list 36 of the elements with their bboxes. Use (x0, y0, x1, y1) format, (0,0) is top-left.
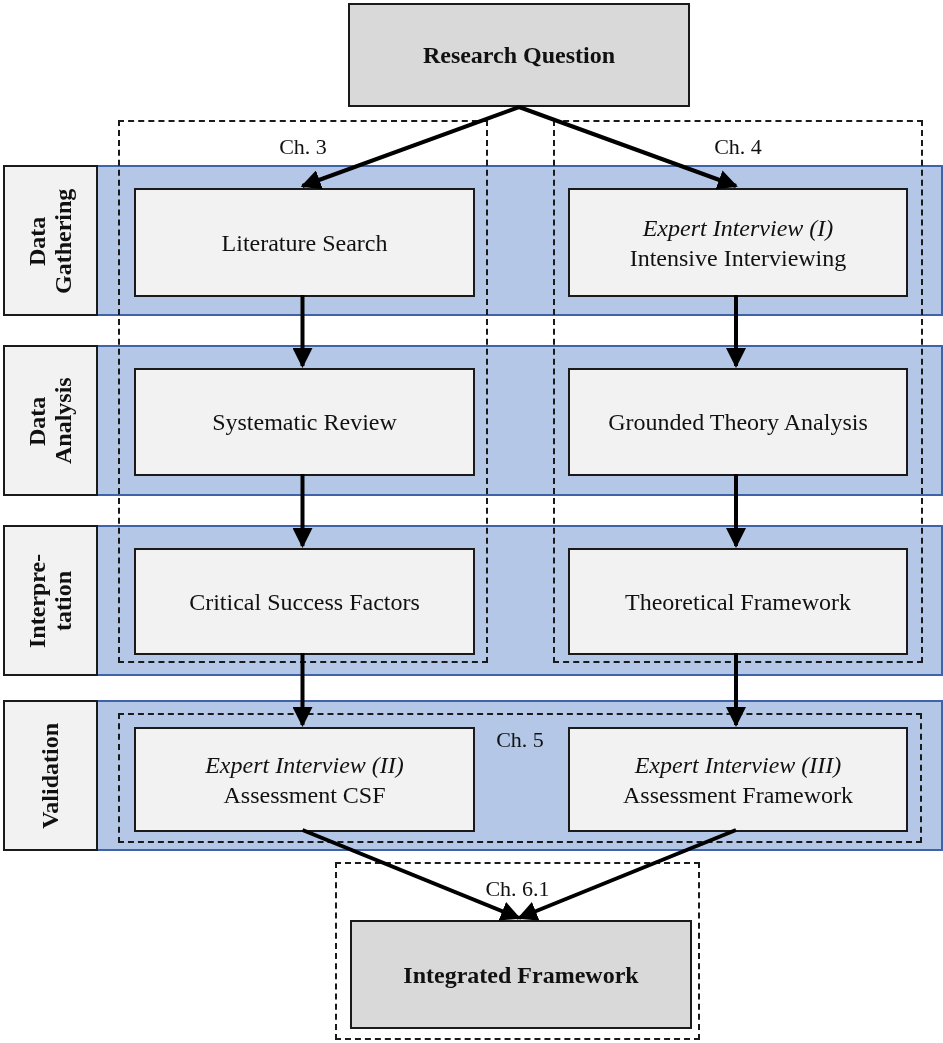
phase-label: Data Analysis (24, 376, 77, 466)
process-box: Expert Interview (III) Assessment Framework (568, 727, 908, 832)
process-box: Grounded Theory Analysis (568, 368, 908, 476)
arrow (292, 295, 313, 368)
phase-label-box (3, 345, 98, 496)
arrow (726, 474, 746, 548)
process-box: Theoretical Framework (568, 548, 908, 655)
phase-label-box (3, 700, 98, 851)
arrow (301, 828, 521, 921)
process-box: Critical Success Factors (134, 548, 475, 655)
arrow (292, 653, 313, 727)
chapter-label: Ch. 3 (279, 136, 327, 158)
process-box: Literature Search (134, 188, 475, 297)
arrow (726, 653, 746, 727)
terminal-box: Research Question (348, 3, 690, 107)
process-box: Systematic Review (134, 368, 475, 476)
phase-label: Validation (37, 722, 64, 829)
chapter-label: Ch. 4 (714, 136, 762, 158)
chapter-frame (553, 120, 923, 663)
arrow (300, 105, 520, 190)
chapter-frame (118, 120, 488, 663)
phase-label-box (3, 165, 98, 316)
process-box: Expert Interview (I) Intensive Interviewing (568, 188, 908, 297)
chapter-label: Ch. 6.1 (485, 878, 550, 900)
chapter-label: Ch. 5 (496, 729, 544, 751)
phase-label-box (3, 525, 98, 676)
arrow (517, 828, 737, 921)
terminal-box: Integrated Framework (350, 920, 692, 1029)
process-box: Expert Interview (II) Assessment CSF (134, 727, 475, 832)
arrow (726, 295, 746, 368)
arrow (518, 105, 738, 190)
phase-label: Data Gathering (24, 186, 77, 296)
phase-label: Interpre-tation (24, 552, 77, 650)
chapter-frame (118, 713, 922, 843)
arrow (292, 474, 313, 548)
chapter-frame (335, 862, 700, 1040)
